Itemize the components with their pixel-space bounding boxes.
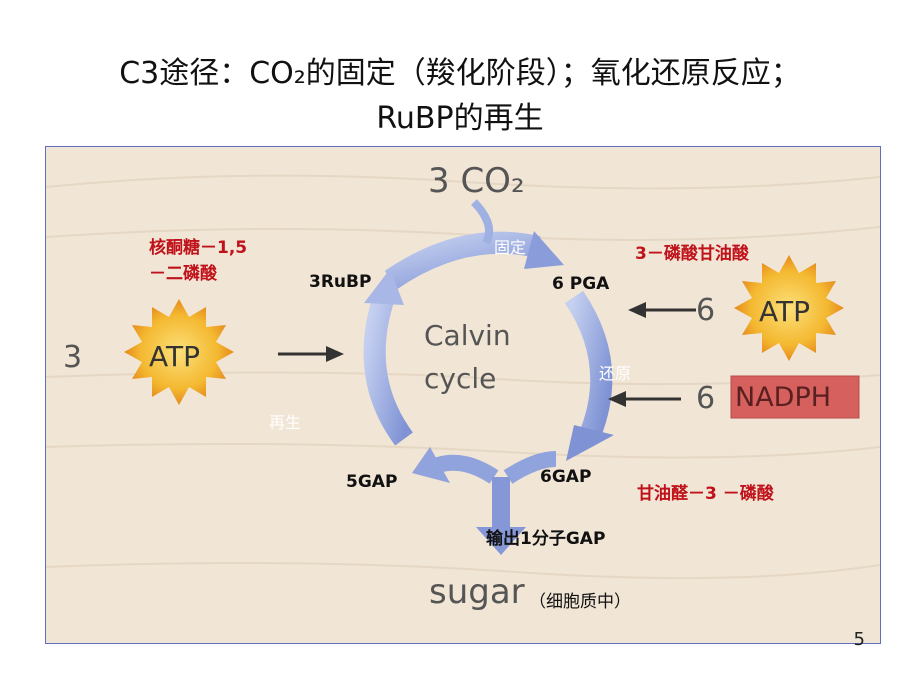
fixation-arrow [384,231,541,290]
atp-right-label: ATP [759,295,810,328]
calvin-label: Calvin [424,319,511,352]
atp-left-count: 3 [63,340,83,375]
regeneration-arrow [363,293,413,446]
output-label: 输出1分子GAP [486,529,606,549]
gap-chinese-label: 甘油醛－3 －磷酸 [637,484,774,504]
stage-reduction-label: 还原 [599,364,632,383]
reduction-arrowhead [566,425,614,461]
cycle-label: cycle [424,362,497,395]
nadph-label: NADPH [735,382,832,413]
cycle-graphics [46,174,880,580]
pga-label: 6 PGA [552,274,610,294]
co2-input-arrow [471,199,493,245]
slide-title-line1: C3途径：CO₂的固定（羧化阶段）；氧化还原反应； [119,56,801,91]
rubp-chinese-line2: －二磷酸 [149,264,217,284]
stage-fixation-label: 固定 [494,238,527,257]
atp-left-burst [124,299,234,405]
atp-right-burst [734,255,844,361]
calvin-cycle-figure: 3 CO₂ Calvin cycle 3RuBP 6 PGA 6GAP 5GAP… [45,146,881,644]
nadph-input-arrow [608,391,681,407]
rubp-label: 3RuBP [309,272,372,292]
split-arrow-left [435,454,499,484]
co2-label: 3 CO₂ [428,161,525,201]
atp-left-label: ATP [149,340,200,373]
sugar-label: sugar [429,572,525,612]
slide-title-line2: RuBP的再生 [376,101,544,136]
gap6-label: 6GAP [540,467,592,487]
reduction-arrow [564,290,613,436]
stage-regeneration-label: 再生 [269,413,302,432]
page-number: 5 [853,629,865,650]
atp-left-input-arrow [278,346,344,362]
atp-right-count: 6 [696,293,716,328]
rubp-chinese-line1: 核酮糖－1,5 [149,238,248,258]
gap5-label: 5GAP [346,472,398,492]
regeneration-arrowhead [364,269,404,305]
nadph-box [730,375,860,419]
split-arrow-right [503,451,557,484]
pga-chinese-label: 3－磷酸甘油酸 [635,244,749,264]
split-arrowhead-left [412,447,450,483]
atp-right-input-arrow [628,302,696,318]
nadph-count: 6 [696,381,716,416]
sugar-note: （细胞质中） [529,592,631,612]
output-arrowhead [476,527,526,555]
fixation-arrowhead [524,231,564,269]
